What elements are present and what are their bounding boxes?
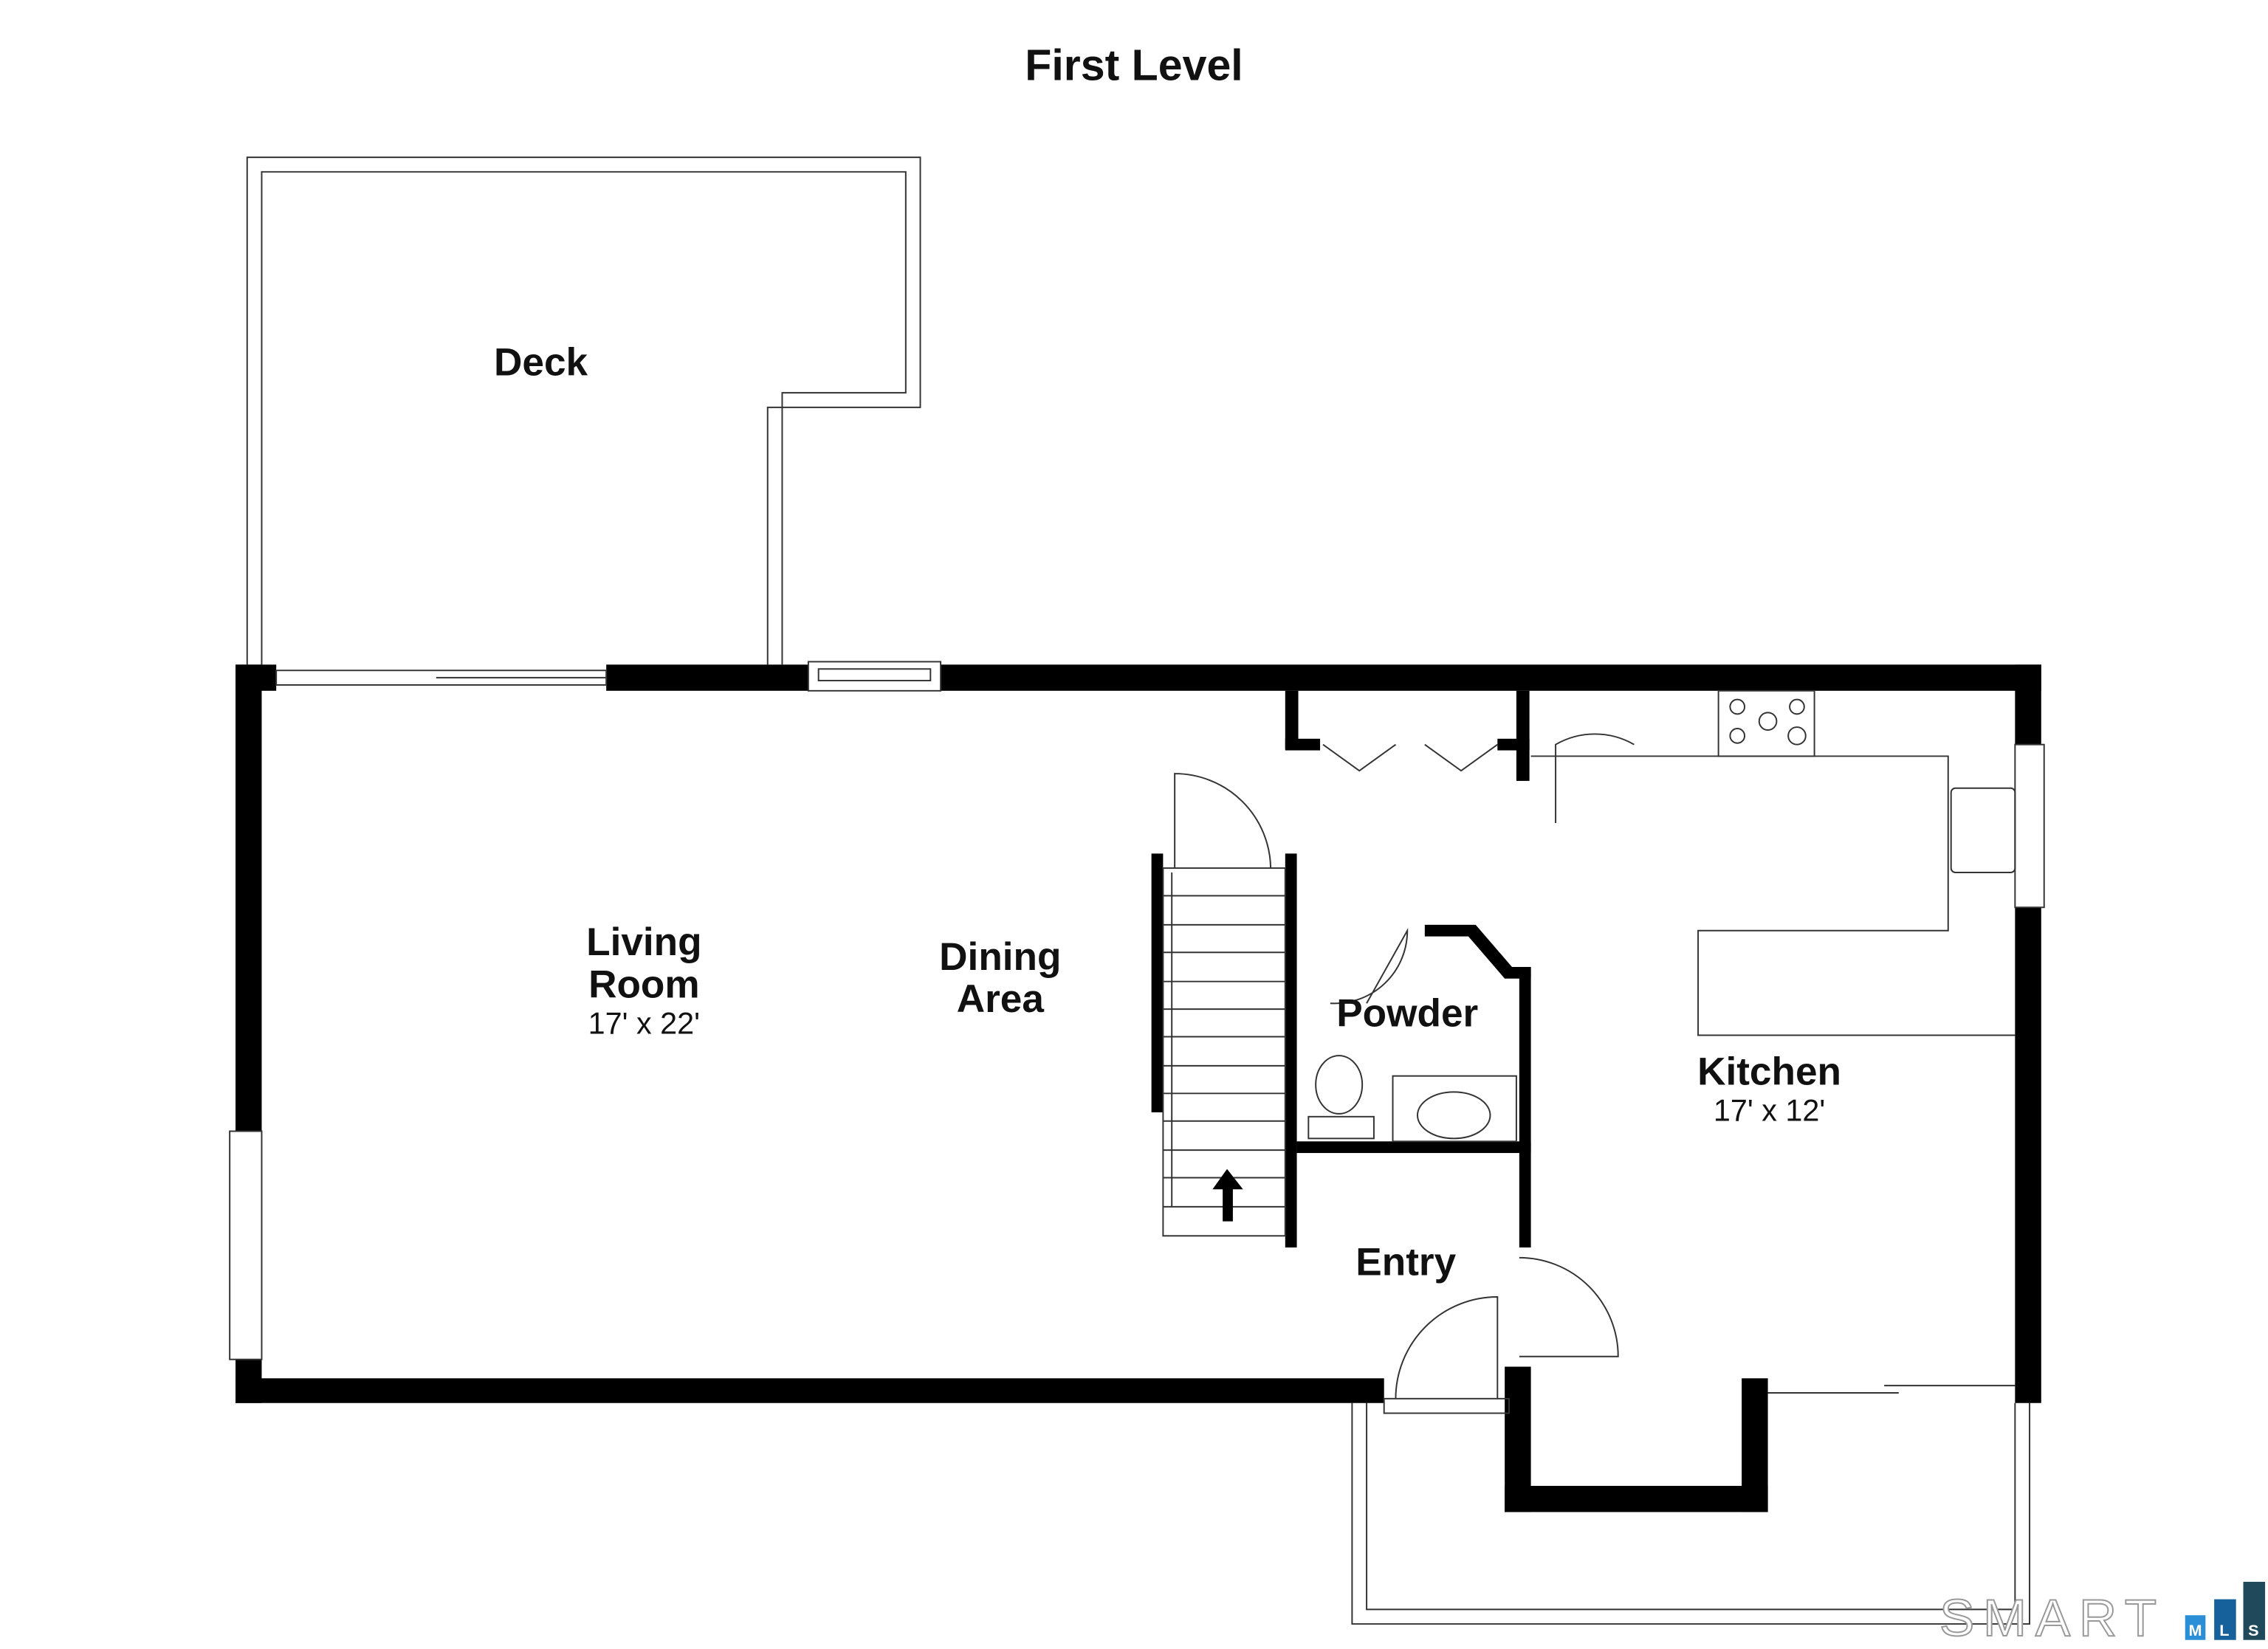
deck-outline (246, 156, 921, 665)
svg-text:S: S (2248, 1621, 2258, 1639)
plan-title: First Level (1025, 41, 1243, 90)
svg-text:L: L (2219, 1621, 2229, 1639)
room-label-kitchen: Kitchen (1697, 1050, 1841, 1093)
room-label-powder: Powder (1336, 992, 1478, 1036)
svg-text:M: M (2189, 1621, 2202, 1639)
staircase (1162, 867, 1286, 1237)
svg-text:SMART: SMART (1939, 1589, 2165, 1648)
room-label-dining-2: Area (957, 977, 1045, 1021)
toilet-icon (1315, 1055, 1364, 1115)
room-label-living: Living (586, 920, 702, 964)
sink-icon (1950, 787, 2016, 873)
lower-deck-outline (1351, 1402, 2031, 1625)
room-dim-kitchen: 17' x 12' (1714, 1094, 1825, 1128)
windows (229, 661, 2045, 1394)
kitchen-counters (1530, 689, 2016, 1036)
interior-walls (1151, 690, 1531, 1248)
exterior-walls (236, 664, 2041, 1512)
room-dim-living: 17' x 22' (588, 1007, 700, 1041)
smart-mls-logo: SMART M L S (1939, 1581, 2266, 1648)
room-label-dining: Dining (939, 935, 1061, 979)
room-label-entry: Entry (1355, 1240, 1456, 1284)
room-label-deck: Deck (494, 341, 588, 385)
stair-up-arrow-icon (1212, 1168, 1243, 1222)
basin-icon (1417, 1091, 1491, 1140)
room-label-living-2: Room (588, 963, 700, 1006)
